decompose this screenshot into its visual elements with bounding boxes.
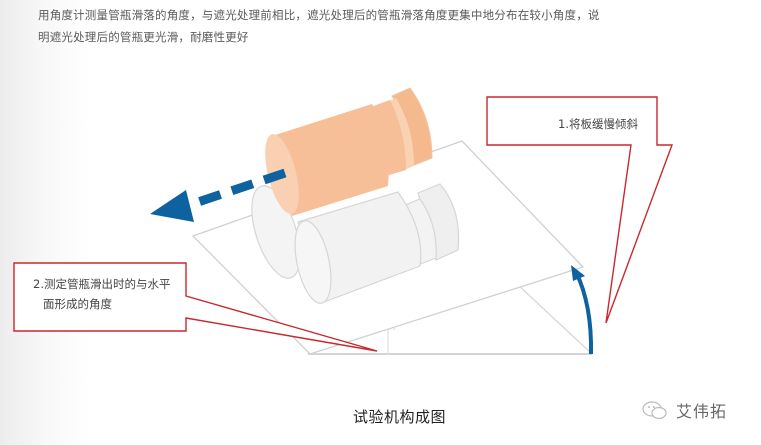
callout-2-box [13,262,378,352]
description-line-2: 明遮光处理后的管瓶更光滑，耐磨性更好 [38,30,249,44]
white-bottle [251,183,460,304]
callout-1-box [486,96,674,324]
orange-bottle [265,87,433,216]
brand-watermark: 艾伟拓 [640,398,727,422]
description-line-1: 用角度计测量管瓶滑落的角度，与遮光处理前相比，遮光处理后的管瓶滑落角度更集中地分… [38,8,600,22]
figure-caption: 试验机构成图 [353,408,447,426]
callout-step-2: 2.测定管瓶滑出时的与水平 面形成的角度 [33,274,183,314]
callout-step-1: 1.将板缓慢倾斜 [558,117,638,131]
brand-name: 艾伟拓 [676,402,728,421]
callout-step-2-line-2: 面形成的角度 [43,297,112,311]
tilt-arrow [571,265,594,355]
callout-step-2-line-1: 2.测定管瓶滑出时的与水平 [33,277,171,291]
wechat-icon [642,401,667,420]
slide-direction-arrow [150,168,287,222]
description-text: 用角度计测量管瓶滑落的角度，与遮光处理前相比，遮光处理后的管瓶滑落角度更集中地分… [38,4,728,48]
